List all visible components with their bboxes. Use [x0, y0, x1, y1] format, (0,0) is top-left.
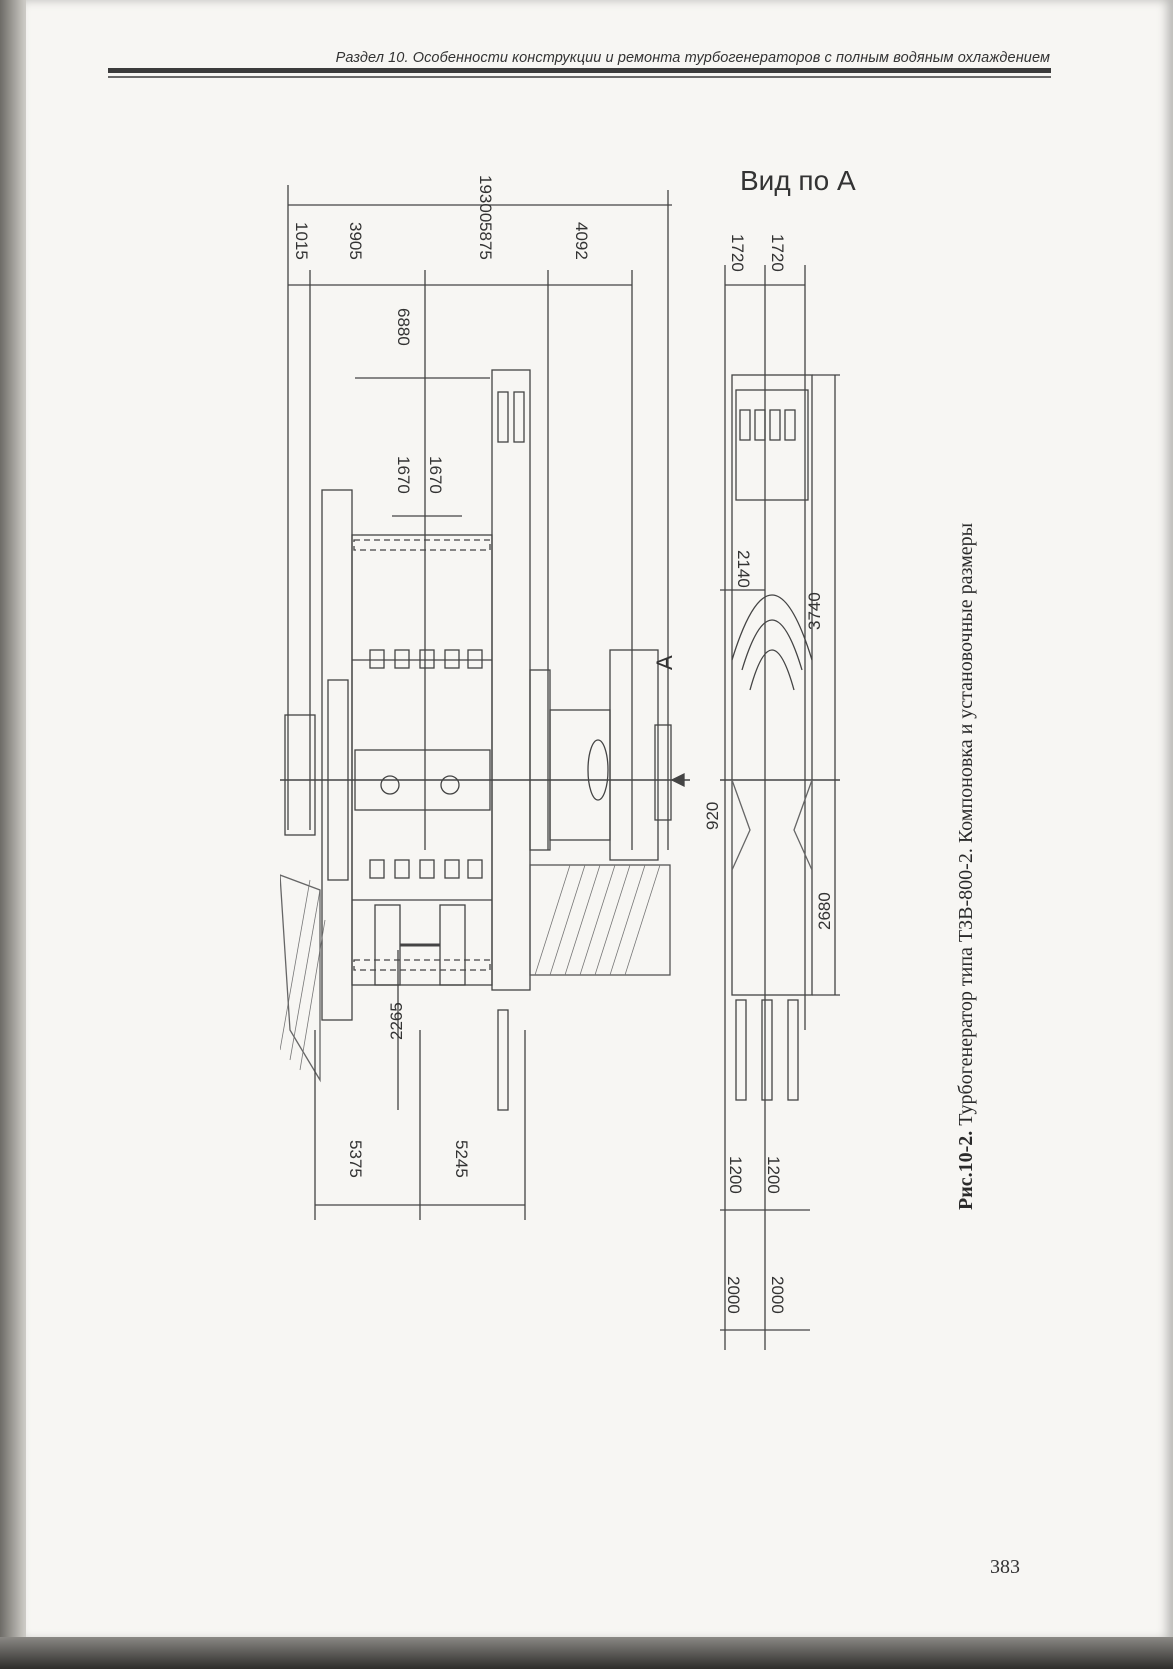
dim-920: 920 [703, 802, 722, 830]
dim-1720-left: 1720 [728, 234, 747, 272]
header-rule-thick [108, 68, 1051, 73]
bottom-edge-shadow [0, 1637, 1173, 1669]
dim-2000-right: 2000 [768, 1276, 787, 1314]
dim-4092: 4092 [572, 222, 591, 260]
dim-2140: 2140 [734, 550, 753, 588]
figure-caption-number: Рис.10-2. [955, 1131, 977, 1210]
dim-1720-right: 1720 [768, 234, 787, 272]
running-header: Раздел 10. Особенности конструкции и рем… [260, 50, 1050, 66]
dim-3740: 3740 [805, 592, 824, 630]
dim-5375: 5375 [346, 1140, 365, 1178]
dim-6880: 6880 [394, 308, 413, 346]
dim-3905: 3905 [346, 222, 365, 260]
view-arrow [672, 774, 684, 786]
dim-1015: 1015 [292, 222, 311, 260]
dim-5245: 5245 [452, 1140, 471, 1178]
dim-1670-left: 1670 [394, 456, 413, 494]
figure-caption-text: Турбогенератор типа ТЗВ-800-2. Компоновк… [955, 523, 977, 1126]
figure-caption: Рис.10-2. Турбогенератор типа ТЗВ-800-2.… [955, 523, 978, 1210]
dim-2000-left: 2000 [724, 1276, 743, 1314]
turbogenerator-layout-svg: 19300 1015 3905 5875 4092 6880 1670 1670… [280, 130, 920, 1450]
dim-2265: 2265 [387, 1002, 406, 1040]
dim-5875: 5875 [476, 222, 495, 260]
technical-drawing: 19300 1015 3905 5875 4092 6880 1670 1670… [280, 130, 920, 1450]
view-a-label: Вид по А [740, 165, 856, 196]
header-rule-thin [108, 76, 1051, 78]
stator-body [352, 535, 492, 985]
dim-1200-right: 1200 [764, 1156, 783, 1194]
dim-1200-left: 1200 [726, 1156, 745, 1194]
page-number: 383 [990, 1556, 1020, 1579]
arrow-a-label: А [652, 655, 677, 670]
end-view-body [732, 375, 812, 995]
dim-2680: 2680 [815, 892, 834, 930]
dim-1670-right: 1670 [426, 456, 445, 494]
dim-19300: 19300 [476, 175, 495, 222]
